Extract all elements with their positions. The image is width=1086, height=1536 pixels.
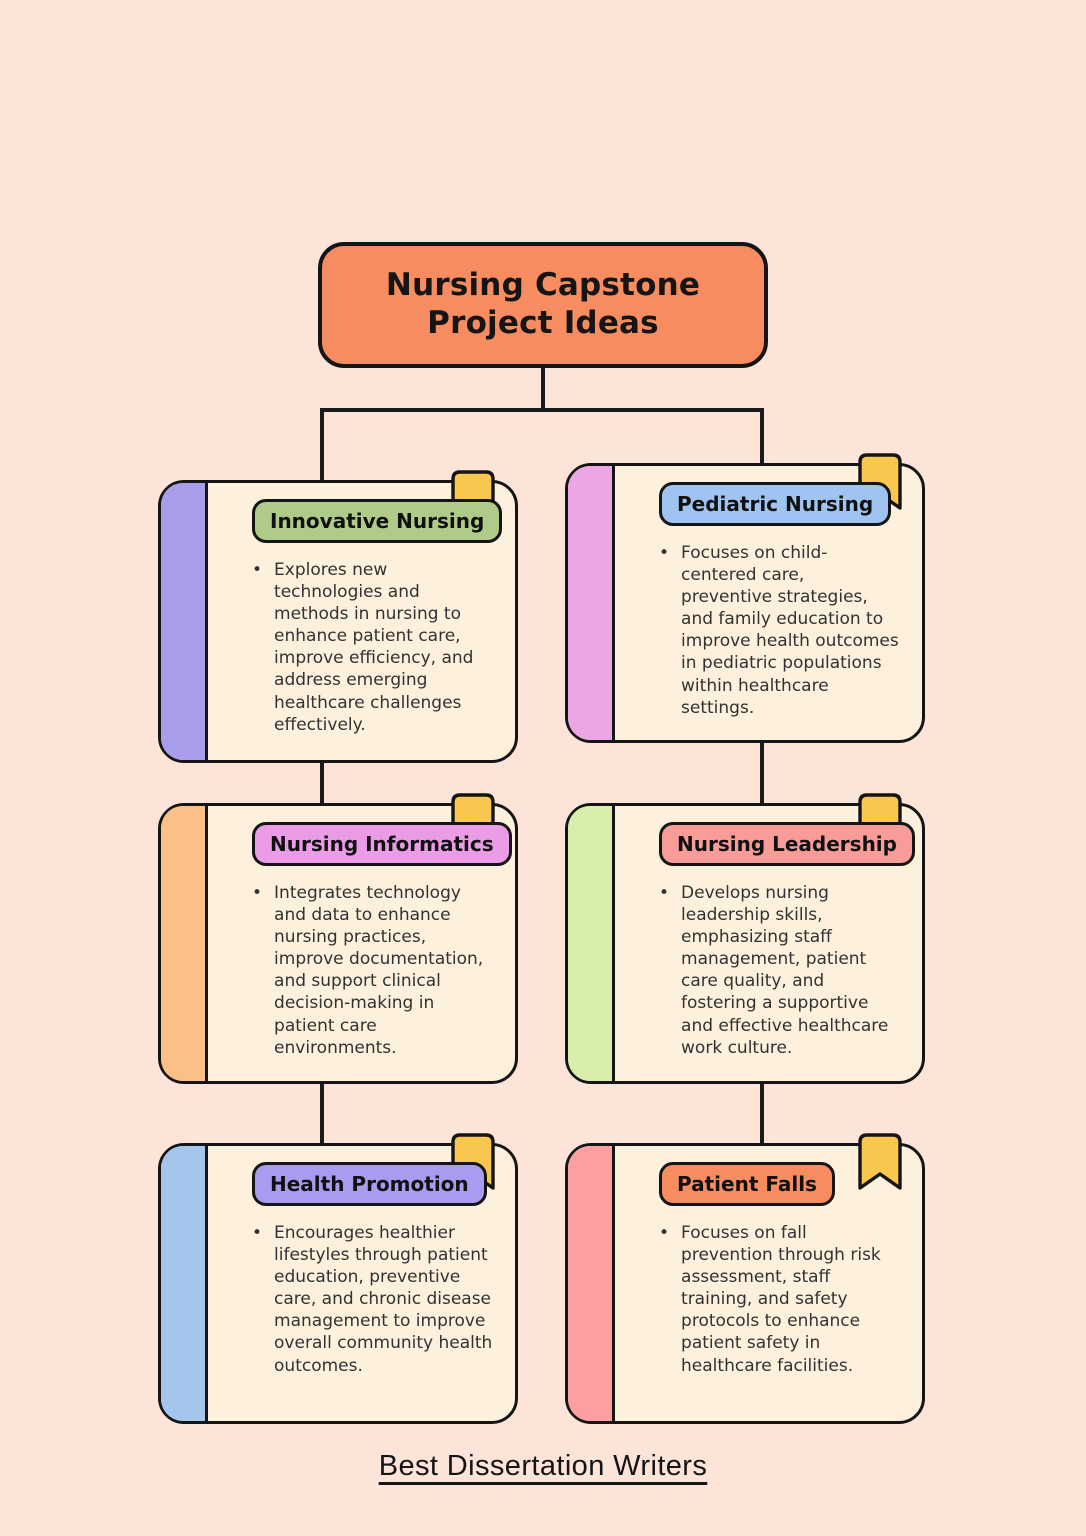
bullet-dot: • [659,1223,670,1243]
card-content: Patient Falls • Focuses on fall preventio… [615,1146,922,1421]
card-content: Nursing Leadership • Develops nursing lea… [615,806,922,1081]
card-bullet-list: • Focuses on fall prevention through risk… [659,1222,900,1377]
footer: Best Dissertation Writers [0,1450,1086,1483]
card-pediatric-nursing: Pediatric Nursing • Focuses on child-cent… [565,453,925,743]
bullet-dot: • [659,883,670,903]
card-bullet-list: • Focuses on child-centered care, prevent… [659,542,900,719]
bullet-text: Integrates technology and data to enhanc… [274,883,484,1058]
page-title: Nursing Capstone Project Ideas [385,267,701,341]
card-content: Nursing Informatics • Integrates technolo… [208,806,515,1081]
card-title: Patient Falls [677,1172,817,1196]
card-accent-strip [161,1146,208,1421]
card-title: Nursing Leadership [677,832,897,856]
bullet-dot: • [252,1223,263,1243]
bullet-item: • Encourages healthier lifestyles through… [252,1222,493,1377]
bullet-text: Encourages healthier lifestyles through … [274,1223,493,1376]
card-nursing-informatics: Nursing Informatics • Integrates technolo… [158,793,518,1084]
card-patient-falls: Patient Falls • Focuses on fall preventio… [565,1133,925,1424]
card-innovative-nursing: Innovative Nursing • Explores new technol… [158,470,518,763]
bookmark-icon [858,1133,902,1190]
bullet-item: • Focuses on fall prevention through risk… [659,1222,900,1377]
bullet-text: Explores new technologies and methods in… [274,560,474,735]
card-accent-strip [568,806,615,1081]
card-title-pill: Health Promotion [252,1162,487,1206]
bullet-dot: • [659,543,670,563]
card-bullet-list: • Encourages healthier lifestyles through… [252,1222,493,1377]
card-accent-strip [161,806,208,1081]
card-content: Innovative Nursing • Explores new technol… [208,483,515,760]
bullet-dot: • [252,883,263,903]
card-accent-strip [161,483,208,760]
card-title: Nursing Informatics [270,832,494,856]
card-bullet-list: • Explores new technologies and methods i… [252,559,493,736]
bullet-item: • Integrates technology and data to enhan… [252,882,493,1059]
footer-link[interactable]: Best Dissertation Writers [378,1450,708,1482]
connector-line [320,408,764,484]
card-health-promotion: Health Promotion • Encourages healthier l… [158,1133,518,1424]
card-title: Health Promotion [270,1172,469,1196]
bullet-item: • Focuses on child-centered care, prevent… [659,542,900,719]
bullet-dot: • [252,560,263,580]
card-accent-strip [568,1146,615,1421]
card-bullet-list: • Integrates technology and data to enhan… [252,882,493,1059]
card-bullet-list: • Develops nursing leadership skills, emp… [659,882,900,1059]
bullet-item: • Explores new technologies and methods i… [252,559,493,736]
card-title: Pediatric Nursing [677,492,874,516]
card-content: Pediatric Nursing • Focuses on child-cent… [615,466,922,740]
card-title-pill: Pediatric Nursing [659,482,892,526]
card-title-pill: Nursing Leadership [659,822,915,866]
bookmark-ribbon [858,1133,902,1190]
bullet-item: • Develops nursing leadership skills, emp… [659,882,900,1059]
bullet-text: Develops nursing leadership skills, emph… [681,883,889,1058]
bullet-text: Focuses on child-centered care, preventi… [681,543,899,718]
card-title-pill: Innovative Nursing [252,499,503,543]
card-accent-strip [568,466,615,740]
card-title: Innovative Nursing [270,509,485,533]
bullet-text: Focuses on fall prevention through risk … [681,1223,881,1376]
card-nursing-leadership: Nursing Leadership • Develops nursing lea… [565,793,925,1084]
card-title-pill: Nursing Informatics [252,822,512,866]
title-box: Nursing Capstone Project Ideas [318,242,768,368]
card-title-pill: Patient Falls [659,1162,835,1206]
card-content: Health Promotion • Encourages healthier l… [208,1146,515,1421]
